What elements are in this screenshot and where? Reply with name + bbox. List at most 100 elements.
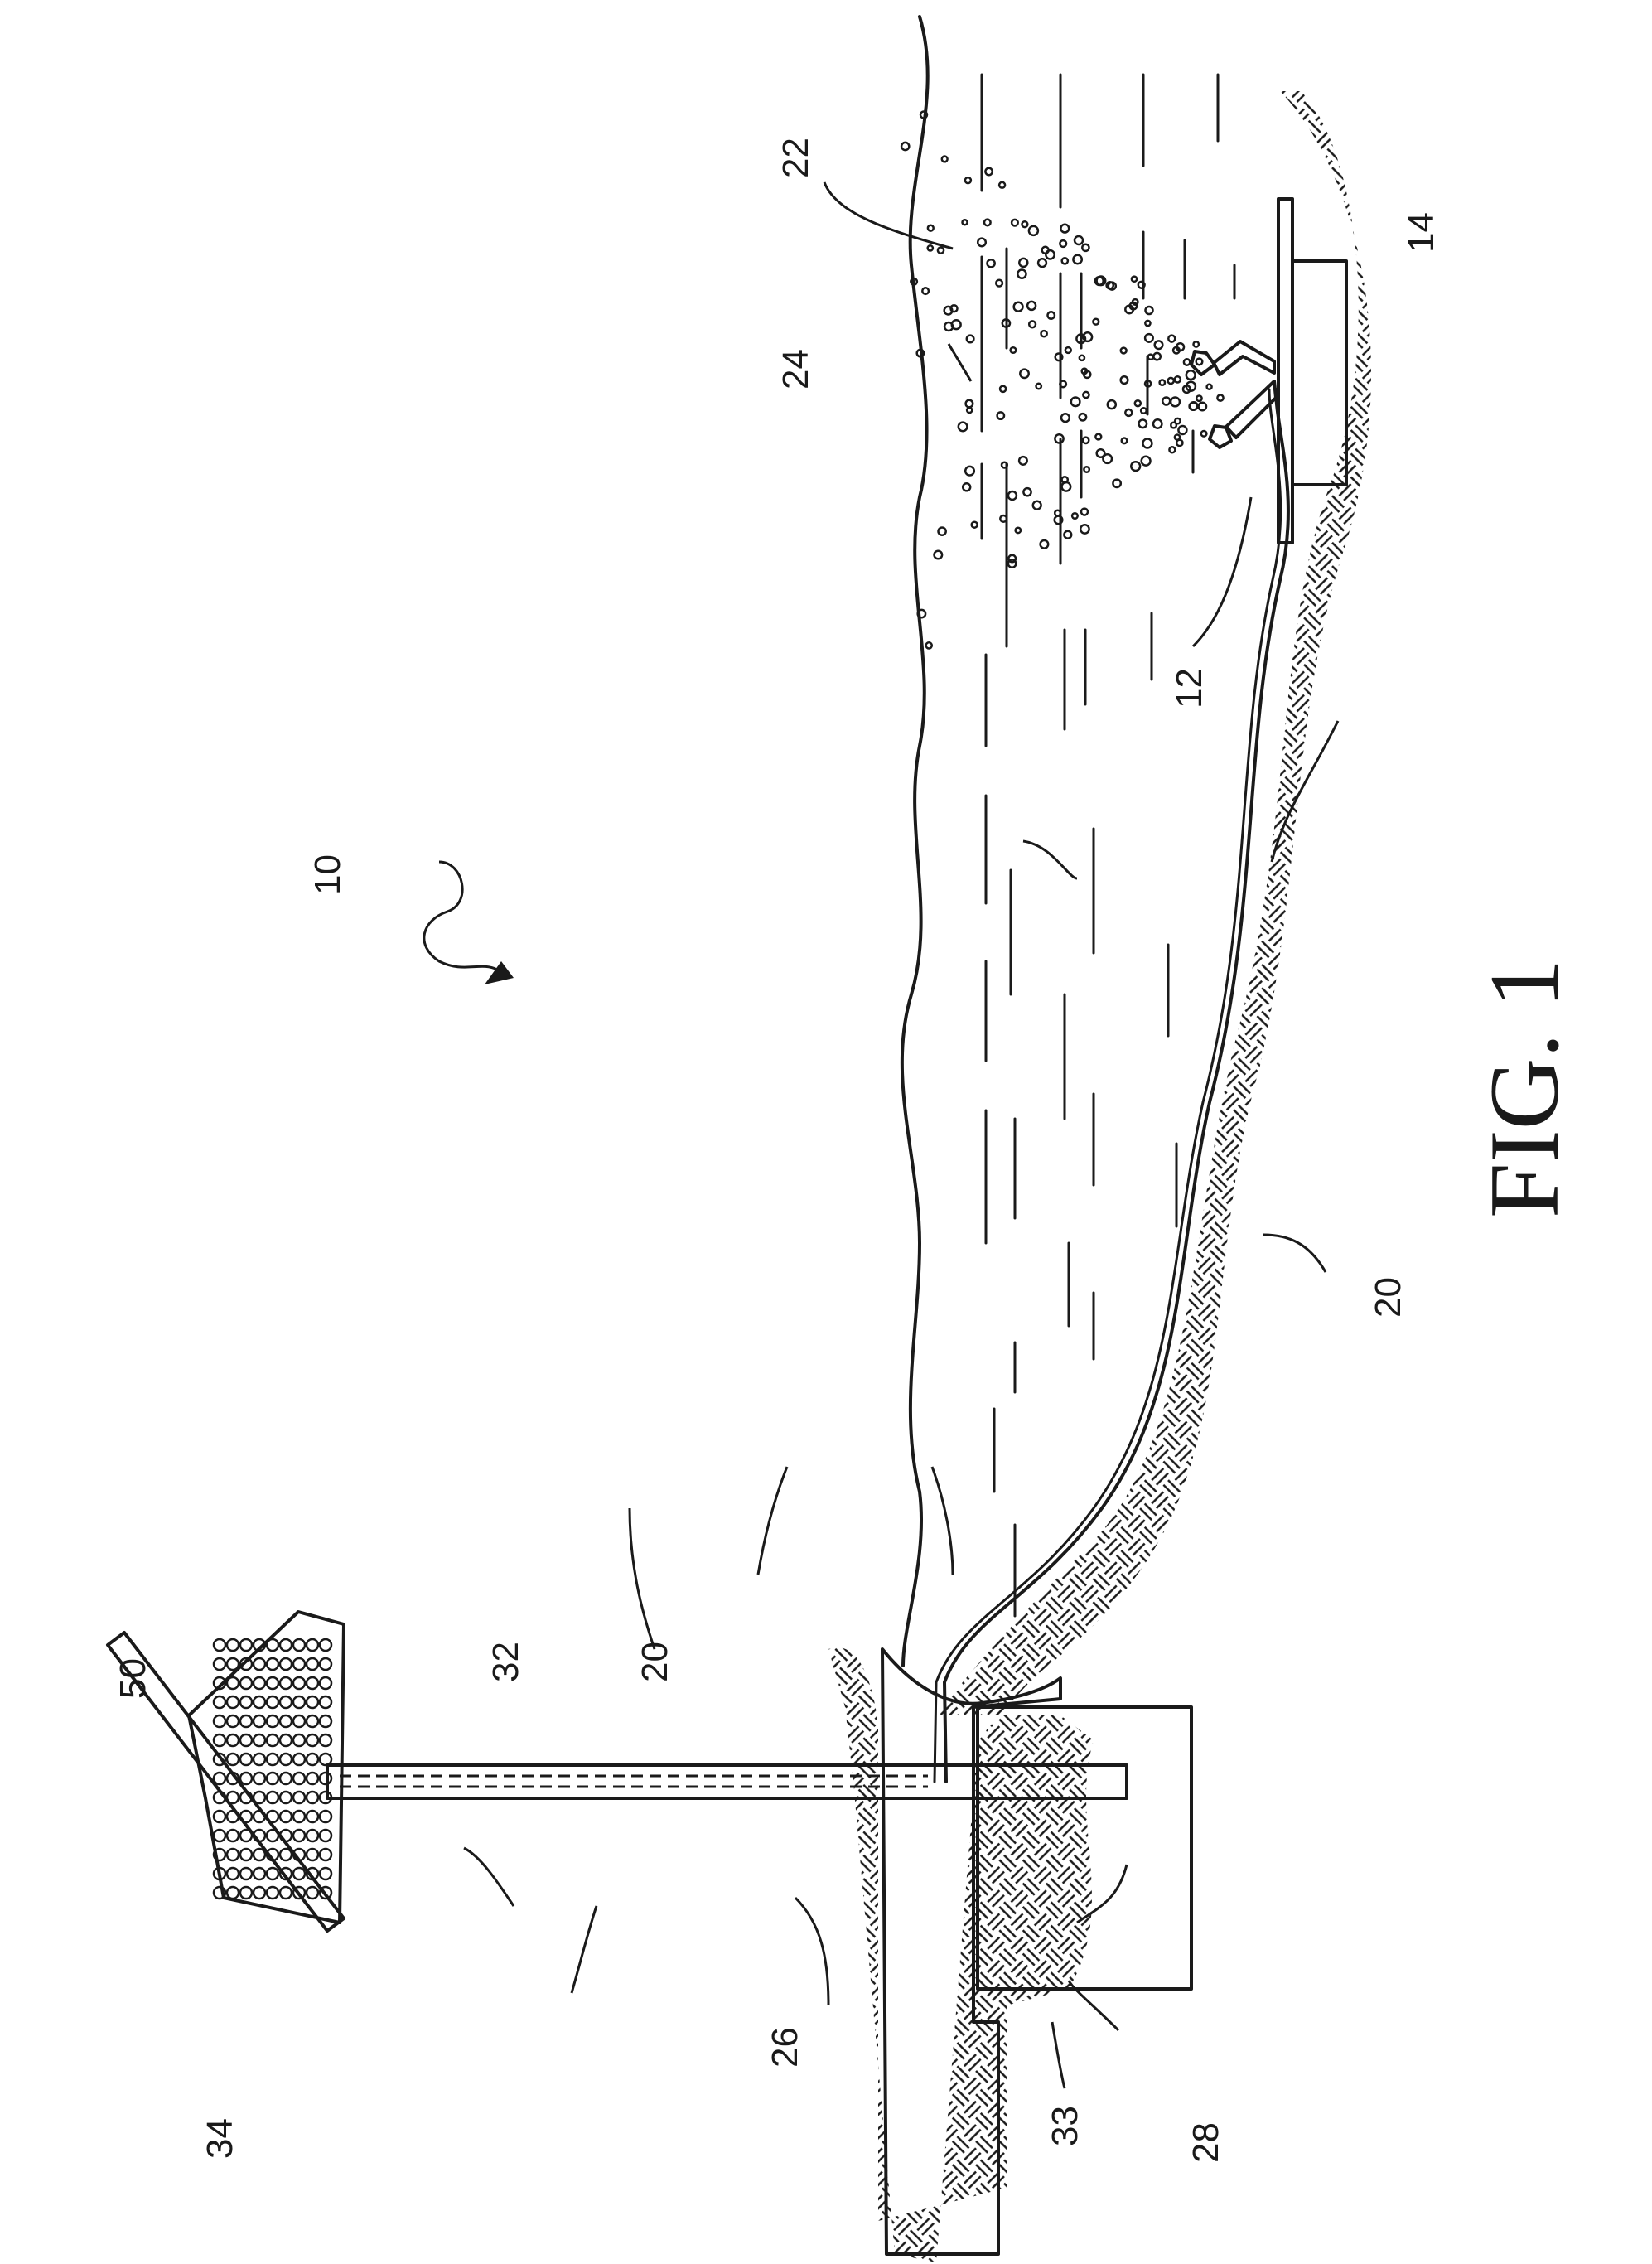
bubble	[1041, 331, 1047, 336]
housing-ball	[320, 1639, 331, 1651]
bubble	[1113, 480, 1120, 487]
bubble	[1000, 515, 1007, 522]
bubble	[1064, 531, 1071, 539]
housing-ball	[240, 1715, 252, 1727]
housing-ball	[320, 1849, 331, 1860]
bubble	[1146, 307, 1153, 314]
bubble	[965, 467, 974, 476]
bubble	[926, 642, 932, 648]
housing-ball	[227, 1754, 239, 1765]
bubble-plume	[901, 112, 1224, 649]
bubble	[1142, 439, 1152, 448]
bubble	[1008, 491, 1017, 500]
bubble	[1196, 359, 1203, 365]
bubble	[1083, 392, 1089, 398]
bubble	[1071, 398, 1080, 407]
bubble	[1017, 270, 1026, 278]
bubble	[1062, 482, 1071, 491]
bubble	[1131, 462, 1140, 471]
label-28: 28	[1186, 2122, 1226, 2163]
bubble	[1029, 226, 1038, 235]
bubble	[1065, 347, 1071, 353]
bubble	[1178, 426, 1186, 434]
bubble	[1062, 258, 1068, 264]
housing-ball	[293, 1696, 305, 1708]
bubble	[1145, 334, 1153, 342]
housing-ball	[280, 1811, 292, 1822]
pond-bed-soil	[828, 91, 1371, 2262]
housing-ball	[227, 1639, 239, 1651]
bubble	[1162, 398, 1170, 405]
bubble	[1093, 319, 1099, 325]
bubble	[963, 220, 968, 225]
system-leader	[424, 862, 497, 970]
bubble	[1048, 312, 1055, 318]
bubble	[1125, 409, 1132, 416]
housing-ball	[240, 1696, 252, 1708]
housing-ball	[214, 1773, 225, 1784]
housing-ball	[214, 1639, 225, 1651]
housing-ball	[227, 1830, 239, 1841]
bubble	[1121, 376, 1128, 384]
housing-ball	[307, 1754, 318, 1765]
housing-ball	[267, 1773, 278, 1784]
bubble	[1011, 347, 1017, 353]
housing-ball	[320, 1677, 331, 1689]
housing-ball	[293, 1811, 305, 1822]
housing-ball	[227, 1868, 239, 1879]
housing-ball	[320, 1830, 331, 1841]
bubble	[1141, 408, 1147, 414]
housing-ball	[307, 1696, 318, 1708]
bubble	[1027, 302, 1036, 310]
bubble	[901, 143, 909, 150]
housing-ball	[254, 1849, 265, 1860]
housing-ball	[254, 1715, 265, 1727]
housing-ball	[214, 1830, 225, 1841]
bubble	[1062, 477, 1068, 482]
bubble	[1139, 420, 1147, 428]
bubble	[1081, 509, 1088, 515]
housing-ball	[293, 1773, 305, 1784]
bubble	[1033, 501, 1041, 510]
bubble	[985, 168, 992, 175]
label-50: 50	[113, 1658, 153, 1699]
bubble	[1155, 341, 1163, 349]
housing-ball	[307, 1811, 318, 1822]
housing-ball	[240, 1639, 252, 1651]
bubble	[1095, 434, 1101, 440]
bubble	[1061, 414, 1070, 422]
label-10: 10	[307, 854, 348, 895]
bubble	[1080, 414, 1086, 420]
bubble	[1008, 555, 1016, 563]
housing-ball	[280, 1677, 292, 1689]
bubble	[1196, 396, 1201, 401]
housing-ball	[240, 1754, 252, 1765]
bubble	[1175, 435, 1180, 440]
housing-ball	[320, 1754, 331, 1765]
bubble	[942, 157, 948, 162]
bubble	[1145, 321, 1150, 326]
bubble	[1012, 220, 1018, 226]
bubble	[999, 182, 1005, 188]
bubble	[966, 400, 973, 408]
housing-ball	[227, 1696, 239, 1708]
bubble	[1171, 398, 1180, 407]
housing-ball	[280, 1754, 292, 1765]
housing-ball	[307, 1773, 318, 1784]
housing-ball	[227, 1849, 239, 1860]
bubble	[1072, 513, 1078, 519]
bubble	[1073, 255, 1081, 264]
housing-ball	[307, 1830, 318, 1841]
figure-title: FIG. 1	[1469, 959, 1579, 1218]
aerator-base	[1292, 261, 1346, 485]
housing-ball	[307, 1677, 318, 1689]
bubble	[1002, 462, 1007, 468]
housing-ball	[227, 1658, 239, 1670]
label-20-pole: 20	[635, 1642, 675, 1682]
label-20-lower: 20	[1368, 1277, 1408, 1318]
bubble	[1060, 225, 1069, 233]
bubble	[1201, 431, 1207, 437]
bubble	[1169, 447, 1175, 452]
housing-ball	[254, 1734, 265, 1746]
